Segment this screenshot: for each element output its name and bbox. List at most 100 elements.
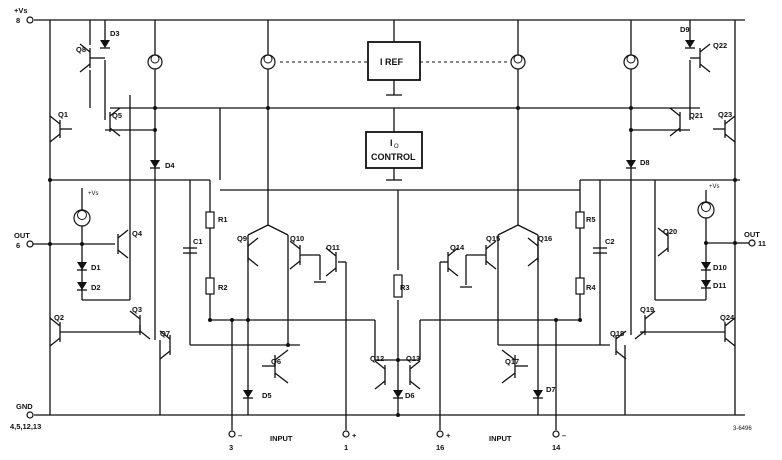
svg-text:Q4: Q4 <box>132 229 143 238</box>
vs-small-label: +Vs <box>709 184 720 190</box>
transistor-q16: Q16 <box>527 234 552 267</box>
svg-text:Q15: Q15 <box>486 234 500 243</box>
svg-text:Q20: Q20 <box>663 227 677 236</box>
pin-14-minus: – <box>562 431 566 440</box>
capacitor-c2: C2 <box>593 237 615 254</box>
diode-d10: D10 <box>701 262 727 272</box>
resistor-r4: R4 <box>575 277 596 295</box>
iref-label: I REF <box>380 57 404 67</box>
svg-text:D1: D1 <box>91 263 101 272</box>
transistor-q7: Q7 <box>159 329 171 360</box>
svg-text:Q12: Q12 <box>370 354 384 363</box>
transistor-q1: Q1 <box>49 110 72 143</box>
svg-text:D8: D8 <box>640 158 650 167</box>
svg-text:Q10: Q10 <box>290 234 304 243</box>
io-control-label: CONTROL <box>371 152 416 162</box>
transistor-q23: Q23 <box>713 110 736 143</box>
pin-3-minus: – <box>238 431 242 440</box>
vs-terminal <box>26 16 34 24</box>
transistor-q21: Q21 <box>669 107 703 137</box>
transistor-q12: Q12 <box>370 354 386 390</box>
iref-block <box>367 41 421 81</box>
pin-14-label: 14 <box>552 443 561 452</box>
svg-text:Q19: Q19 <box>640 305 654 314</box>
svg-text:D2: D2 <box>91 283 101 292</box>
svg-text:D5: D5 <box>262 391 272 400</box>
svg-text:Q11: Q11 <box>326 243 340 252</box>
svg-text:Q3: Q3 <box>132 305 142 314</box>
svg-text:Q16: Q16 <box>538 234 552 243</box>
pin-16-plus: + <box>446 431 451 440</box>
transistor-q18: Q18 <box>610 329 627 360</box>
vs-small-label: +Vs <box>88 191 99 197</box>
transistor-q11: Q11 <box>325 243 340 277</box>
svg-text:R1: R1 <box>218 215 228 224</box>
transistor-q4: Q4 <box>117 229 143 259</box>
pin-1-plus: + <box>352 431 357 440</box>
input-left-label: INPUT <box>270 434 293 443</box>
resistor-r5: R5 <box>575 211 596 229</box>
svg-text:C2: C2 <box>605 237 615 246</box>
svg-text:Q9: Q9 <box>237 234 247 243</box>
svg-text:Q2: Q2 <box>54 313 64 322</box>
current-source <box>147 20 163 155</box>
vs-label: +Vs <box>14 6 28 15</box>
svg-text:Q17: Q17 <box>505 357 519 366</box>
svg-text:D3: D3 <box>110 29 120 38</box>
current-source <box>623 20 639 155</box>
pin-6-label: 6 <box>16 241 20 250</box>
pin-16-label: 16 <box>436 443 444 452</box>
svg-text:D4: D4 <box>165 161 175 170</box>
svg-text:Q6: Q6 <box>271 357 281 366</box>
svg-text:Q22: Q22 <box>713 41 727 50</box>
svg-text:D6: D6 <box>405 391 415 400</box>
diode-d9: D9 <box>680 25 695 49</box>
transistor-q8: Q8 <box>76 43 105 73</box>
transistor-q19: Q19 <box>634 305 656 340</box>
current-source <box>510 20 526 225</box>
transistor-q13: Q13 <box>406 354 421 390</box>
out-right-terminal <box>748 239 756 247</box>
diode-d2: D2 <box>77 282 101 292</box>
transistor-q17: Q17 <box>501 349 528 384</box>
junction-dots <box>48 106 737 417</box>
input-right-label: INPUT <box>489 434 512 443</box>
transistor-q14: Q14 <box>447 243 465 277</box>
io-sub-label: O <box>394 144 399 150</box>
resistor-r1: R1 <box>205 211 228 229</box>
transistor-q5: Q5 <box>109 107 122 137</box>
svg-text:D7: D7 <box>546 385 556 394</box>
pin-3-terminal <box>228 430 236 438</box>
gnd-pins-label: 4,5,12,13 <box>10 422 41 431</box>
svg-text:Q18: Q18 <box>610 329 624 338</box>
out-right-label: OUT <box>744 230 760 239</box>
svg-text:Q13: Q13 <box>406 354 420 363</box>
diode-d7: D7 <box>533 385 556 399</box>
pin-1-terminal <box>342 430 350 438</box>
out-left-label: OUT <box>14 231 30 240</box>
diode-d11: D11 <box>701 280 726 290</box>
svg-text:Q5: Q5 <box>112 111 122 120</box>
gnd-terminal <box>26 411 34 419</box>
transistor-q9: Q9 <box>237 234 259 267</box>
svg-text:R3: R3 <box>400 283 410 292</box>
current-source <box>697 190 715 258</box>
transistor-q2: Q2 <box>49 313 64 347</box>
svg-text:C1: C1 <box>193 237 203 246</box>
pin-11-label: 11 <box>758 239 766 248</box>
drawing-code: 3-6496 <box>733 426 752 432</box>
svg-text:R5: R5 <box>586 215 596 224</box>
capacitor-c1: C1 <box>183 237 203 254</box>
io-label: I <box>390 138 393 148</box>
svg-text:Q14: Q14 <box>450 243 465 252</box>
svg-text:R4: R4 <box>586 283 596 292</box>
transistor-q10: Q10 <box>289 234 304 270</box>
out-left-terminal <box>26 240 34 248</box>
svg-text:Q8: Q8 <box>76 45 86 54</box>
svg-text:D9: D9 <box>680 25 690 34</box>
transistor-q15: Q15 <box>485 234 500 270</box>
io-control-block <box>365 131 423 169</box>
diode-d5: D5 <box>243 390 272 400</box>
transistor-q24: Q24 <box>720 313 736 347</box>
